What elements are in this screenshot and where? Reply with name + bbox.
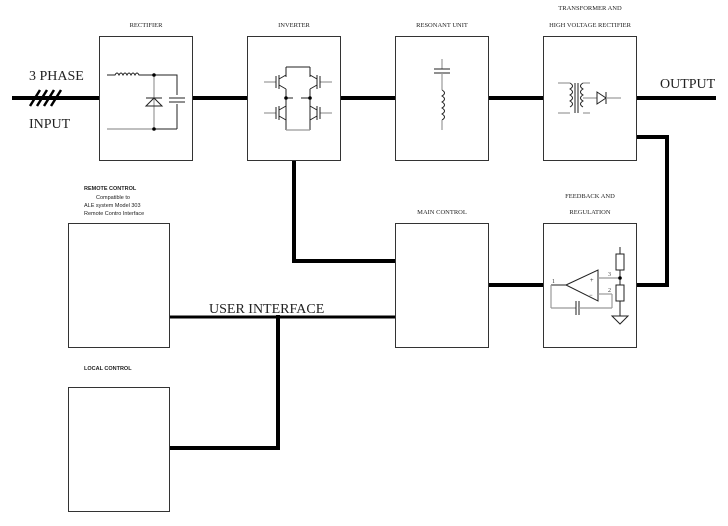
local-control-label: LOCAL CONTROL (84, 366, 132, 372)
opamp-pin-2: 2 (608, 288, 611, 294)
lc-diode-filter-icon (107, 72, 185, 131)
main-control-block[interactable]: MAIN CONTROL (395, 209, 489, 348)
inverter-box[interactable] (247, 36, 341, 161)
remote-control-block[interactable]: REMOTE CONTROL Compatible to ALE system … (68, 186, 170, 348)
feedback-label-line1: FEEDBACK AND (565, 193, 615, 200)
feedback-block[interactable]: FEEDBACK AND REGULATION + − 1 2 3 (543, 193, 637, 348)
main-control-label: MAIN CONTROL (417, 209, 467, 216)
resonant-unit-label: RESONANT UNIT (416, 22, 468, 29)
remote-control-label: REMOTE CONTROL (84, 186, 137, 192)
opamp-pin-1: 1 (552, 279, 555, 285)
lc-series-icon (434, 59, 450, 130)
svg-text:−: − (589, 293, 593, 299)
remote-control-sub2: ALE system Model 303 (84, 203, 141, 209)
igbt-bridge-icon (264, 66, 332, 131)
feedback-label-line2: REGULATION (569, 209, 610, 216)
inverter-label: INVERTER (278, 22, 310, 29)
rectifier-block[interactable]: RECTIFIER (99, 22, 193, 161)
opamp-pin-3: 3 (608, 272, 611, 278)
inverter-block[interactable]: INVERTER (247, 22, 341, 161)
output-label: OUTPUT (660, 77, 716, 92)
svg-text:+: + (590, 278, 594, 284)
input-label-bottom: INPUT (29, 117, 71, 132)
remote-control-box[interactable] (68, 223, 170, 348)
user-interface-label: USER INTERFACE (209, 302, 324, 317)
inverter-main-control-wire (292, 158, 397, 263)
hv-feedback-wire (635, 135, 669, 287)
opamp-integrator-icon: + − 1 2 3 (550, 247, 630, 325)
three-phase-slash-icon (28, 89, 63, 107)
wires (12, 96, 716, 450)
transformer-label-line1: TRANSFORMER AND (558, 5, 622, 12)
resonant-unit-block[interactable]: RESONANT UNIT (395, 22, 489, 161)
transformer-diode-icon (558, 82, 621, 114)
remote-control-sub1: Compatible to (96, 195, 130, 201)
local-control-box[interactable] (68, 387, 170, 512)
transformer-block[interactable]: TRANSFORMER AND HIGH VOLTAGE RECTIFIER (543, 5, 637, 161)
main-control-box[interactable] (395, 223, 489, 348)
remote-control-sub3: Remote Contro Interface (84, 211, 144, 217)
local-control-wire (168, 315, 280, 450)
local-control-block[interactable]: LOCAL CONTROL (68, 366, 170, 512)
resonant-unit-box[interactable] (395, 36, 489, 161)
transformer-label-line2: HIGH VOLTAGE RECTIFIER (549, 22, 631, 29)
rectifier-label: RECTIFIER (130, 22, 164, 29)
input-label-top: 3 PHASE (29, 69, 84, 84)
